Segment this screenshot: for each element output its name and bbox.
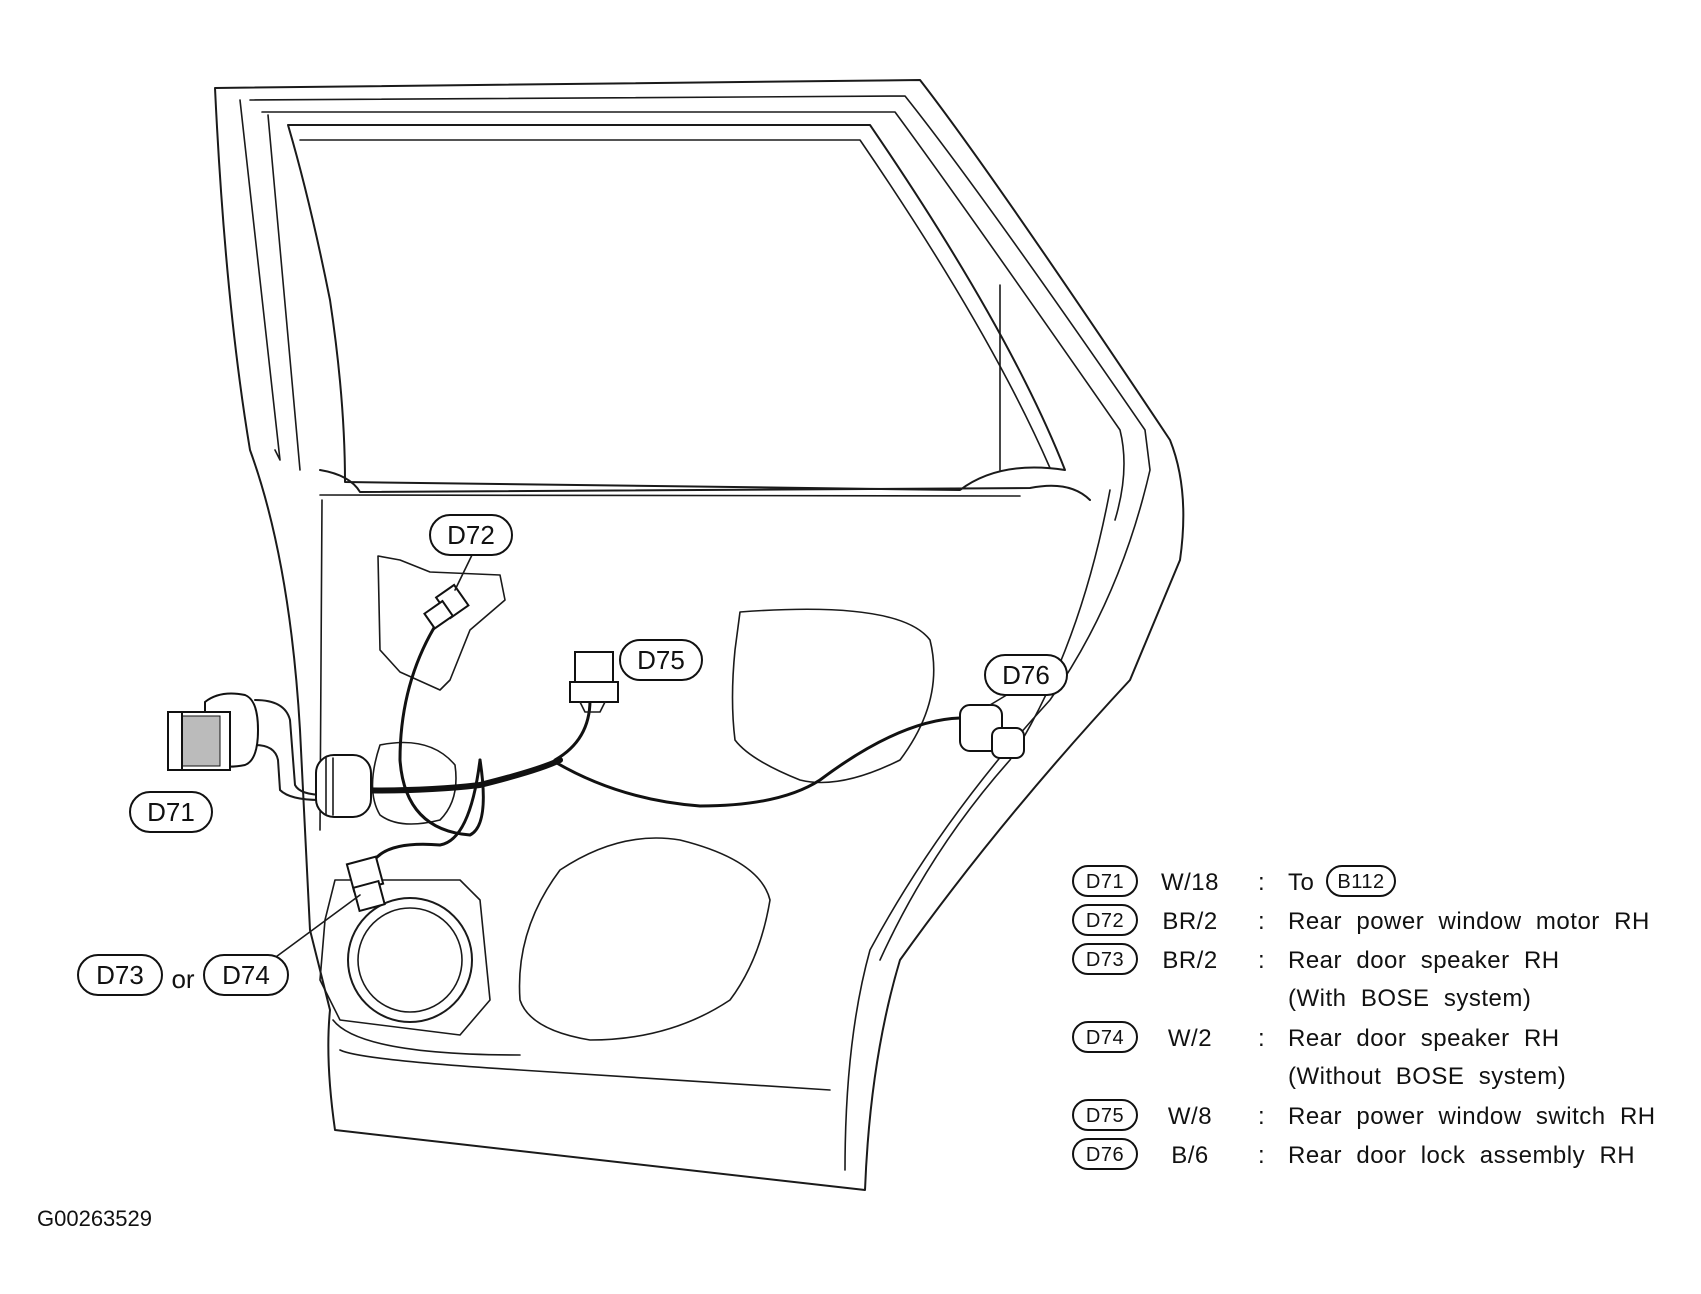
- legend-desc: Rear door speaker RH: [1288, 947, 1560, 974]
- legend-connector: D72: [1086, 910, 1124, 932]
- connector-d75: [569, 651, 619, 713]
- legend-note: (With BOSE system): [1288, 985, 1531, 1012]
- legend-row-d76: D76 B/6 : Rear door lock assembly RH: [1072, 1138, 1635, 1170]
- callout-d75: D75: [619, 639, 703, 681]
- legend-wire: W/8: [1168, 1103, 1212, 1130]
- legend-desc: Rear door lock assembly RH: [1288, 1142, 1635, 1169]
- rear-door-outline: [214, 79, 1185, 1191]
- legend-wire: BR/2: [1162, 908, 1217, 935]
- door-panel-openings: [371, 555, 935, 1041]
- legend-row-d73: D73 BR/2 : Rear door speaker RH (With BO…: [1072, 943, 1560, 1012]
- legend-separator: :: [1258, 1103, 1265, 1130]
- legend-row-d75: D75 W/8 : Rear power window switch RH: [1072, 1099, 1656, 1131]
- legend-connector: D74: [1086, 1027, 1124, 1049]
- callout-d75-text: D75: [637, 645, 685, 675]
- connector-d76: [959, 692, 1025, 759]
- callout-d74-text: D74: [222, 960, 270, 990]
- connector-d72: [423, 554, 473, 630]
- callout-d72-text: D72: [447, 520, 495, 550]
- legend-wire: BR/2: [1162, 947, 1217, 974]
- callout-d74: D74: [203, 954, 289, 996]
- callout-d73: D73: [77, 954, 163, 996]
- legend-connector: D71: [1086, 871, 1124, 893]
- legend-wire: W/18: [1161, 869, 1219, 896]
- connector-d73-d74: [264, 855, 386, 966]
- legend-wire: B/6: [1171, 1142, 1209, 1169]
- legend-row-d72: D72 BR/2 : Rear power window motor RH: [1072, 904, 1650, 936]
- callout-d72: D72: [429, 514, 513, 556]
- legend-separator: :: [1258, 947, 1265, 974]
- legend-connector: D75: [1086, 1105, 1124, 1127]
- connector-legend: D71 W/18 : To B112 D72 BR/2 : Rear power…: [1072, 865, 1656, 1170]
- callout-d71-text: D71: [147, 797, 195, 827]
- speaker-assembly: [319, 879, 491, 1036]
- callout-d73-text: D73: [96, 960, 144, 990]
- legend-row-d71: D71 W/18 : To B112: [1072, 865, 1396, 897]
- legend-desc: Rear power window switch RH: [1288, 1103, 1656, 1130]
- legend-connector: D73: [1086, 949, 1124, 971]
- legend-row-d74: D74 W/2 : Rear door speaker RH (Without …: [1072, 1021, 1566, 1090]
- legend-desc-prefix: To: [1288, 869, 1314, 896]
- legend-wire: W/2: [1168, 1025, 1212, 1052]
- legend-separator: :: [1258, 908, 1265, 935]
- harness-grommet: [315, 754, 372, 818]
- legend-separator: :: [1258, 1142, 1265, 1169]
- legend-separator: :: [1258, 869, 1265, 896]
- legend-desc-ref: B112: [1337, 871, 1384, 893]
- figure-id: G00263529: [37, 1206, 152, 1231]
- callout-d76: D76: [984, 654, 1068, 696]
- legend-desc: Rear door speaker RH: [1288, 1025, 1560, 1052]
- connector-d71: [167, 692, 260, 771]
- legend-desc: Rear power window motor RH: [1288, 908, 1650, 935]
- legend-note: (Without BOSE system): [1288, 1063, 1566, 1090]
- legend-connector: D76: [1086, 1144, 1124, 1166]
- callout-or-word: or: [171, 964, 194, 994]
- callout-d71: D71: [129, 791, 213, 833]
- wiring-harness: [254, 616, 962, 870]
- callout-d76-text: D76: [1002, 660, 1050, 690]
- legend-separator: :: [1258, 1025, 1265, 1052]
